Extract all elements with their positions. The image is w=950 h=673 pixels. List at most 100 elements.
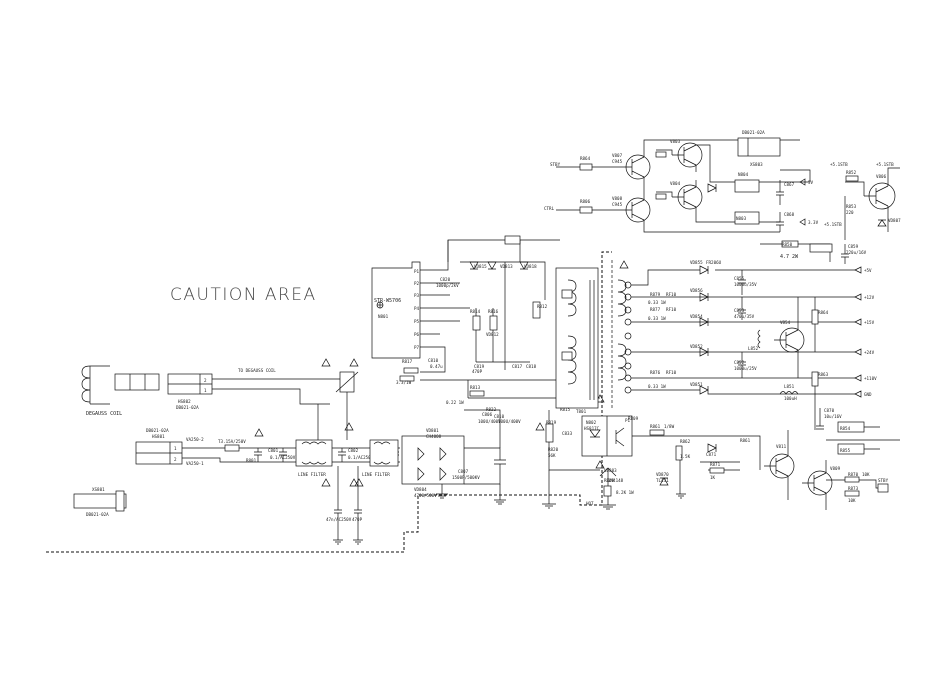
ic-pin2: P2 — [414, 281, 420, 286]
svg-text:C810: C810 — [428, 358, 439, 363]
svg-text:R822: R822 — [486, 407, 497, 412]
svg-text:C833: C833 — [562, 431, 573, 436]
r871-val: 1K — [710, 475, 716, 480]
svg-text:C802: C802 — [348, 448, 359, 453]
svg-text:+5.1STB: +5.1STB — [824, 222, 842, 227]
ic-resistors: R817 3.3/1W C810 0.47u R813 0.22 1W R822… — [396, 358, 560, 424]
y-caps: 47n/AC250V 470P — [326, 466, 363, 545]
relay-components: R854 R855 C870 10u/16V — [816, 408, 900, 455]
svg-text:VD807: VD807 — [888, 218, 901, 223]
line-filter-2: LINE FILTER — [362, 439, 399, 477]
svg-text:V811: V811 — [776, 444, 787, 449]
ac-net-2: VA250-1 — [186, 461, 204, 466]
ic-pin7: P7 — [414, 345, 420, 350]
ic-pin-wires — [420, 235, 560, 373]
c804-val: 470P — [352, 517, 363, 522]
svg-text:R879: R879 — [650, 292, 661, 297]
svg-text:C859: C859 — [848, 244, 859, 249]
regulator-vd803: VD803 1N4148 RB49 8.2K 1W HOT — [586, 467, 634, 510]
bridge-val: CH4008 — [426, 434, 442, 439]
line-filter-1: LINE FILTER — [295, 439, 333, 477]
svg-text:R861: R861 — [740, 438, 751, 443]
fuse-label: T3.15A/250V — [218, 439, 246, 444]
svg-text:C867: C867 — [784, 182, 795, 187]
svg-text:56K: 56K — [548, 453, 556, 458]
r813-val: 0.22 1W — [446, 400, 464, 405]
svg-text:V806: V806 — [876, 174, 887, 179]
svg-text:+5.1STB: +5.1STB — [830, 162, 848, 167]
line-filter-1-label: LINE FILTER — [298, 472, 326, 477]
svg-text:N803: N803 — [736, 216, 747, 221]
svg-text:R871: R871 — [710, 462, 721, 467]
r818-val: 3.3/1W — [396, 380, 412, 385]
degauss-coil: DEGAUSS COIL — [81, 365, 122, 417]
transformer-t801: T801 — [555, 260, 627, 414]
ic-pin4: P4 — [414, 306, 420, 311]
svg-text:C817: C817 — [512, 364, 523, 369]
svg-text:R850: R850 — [782, 242, 793, 247]
svg-text:R814: R814 — [470, 309, 481, 314]
svg-text:V807: V807 — [612, 153, 623, 158]
degauss-plug — [114, 373, 160, 391]
svg-text:C820: C820 — [440, 277, 451, 282]
svg-text:C945: C945 — [612, 202, 623, 207]
rail-5v: 5V — [808, 180, 814, 185]
svg-text:1500P/500KV: 1500P/500KV — [452, 475, 480, 480]
r876-val: RF10 — [666, 370, 677, 375]
svg-text:VD815: VD815 — [474, 264, 487, 269]
svg-text:R812: R812 — [537, 304, 548, 309]
degauss-wire — [212, 378, 350, 405]
svg-text:C818: C818 — [526, 364, 537, 369]
misc-033: 0.33 1W — [648, 316, 666, 321]
ac-net-1: VA250-2 — [186, 437, 204, 442]
ac-input-connector-hs801: 1 2 DB021-02A HS801 VA250-2 VA250-1 — [135, 428, 204, 466]
r879-val: RF10 — [666, 292, 677, 297]
v806-circuit: R852 R853 220 VD807 +5.1STB +5.1STB +5.1… — [824, 162, 901, 240]
r873-val: 10K — [848, 498, 856, 503]
svg-text:CTRL: CTRL — [544, 206, 555, 211]
svg-text:1: 1 — [204, 388, 207, 393]
svg-text:C810: C810 — [494, 414, 505, 419]
transformer-pin-circles — [624, 281, 632, 394]
svg-text:R854: R854 — [840, 426, 851, 431]
rb49-label: RB49 — [604, 478, 615, 483]
svg-text:R815: R815 — [560, 407, 571, 412]
degauss-lead-label: TO DEGAUSS COIL — [238, 368, 276, 373]
out-24v: +24V — [864, 350, 875, 355]
svg-text:R862: R862 — [680, 439, 691, 444]
svg-text:VD812: VD812 — [486, 332, 499, 337]
svg-text:C807: C807 — [458, 469, 469, 474]
ic-pin6: P6 — [414, 332, 420, 337]
svg-text:VD854: VD854 — [690, 314, 703, 319]
svg-text:R864: R864 — [818, 310, 829, 315]
ic-pin5: P5 — [414, 319, 420, 324]
rail-33v: 3.3V — [808, 220, 819, 225]
bridge-val2: 4700/500V — [414, 493, 437, 498]
svg-text:V808: V808 — [612, 196, 623, 201]
c806-val: 100U/400V — [478, 419, 501, 424]
svg-text:VD818: VD818 — [524, 264, 537, 269]
snubber-components: C820 1000p/2kV VD815 VD813 VD818 R814 R8… — [436, 261, 548, 374]
svg-text:DB021-02A: DB021-02A — [742, 130, 765, 135]
svg-text:V804: V804 — [670, 181, 681, 186]
line-filter-2-label: LINE FILTER — [362, 472, 390, 477]
r852-val: 220 — [846, 210, 854, 215]
svg-text:L852: L852 — [748, 346, 759, 351]
svg-text:VD852: VD852 — [690, 344, 703, 349]
svg-text:L851: L851 — [784, 384, 795, 389]
transformer-ref: T801 — [576, 409, 587, 414]
svg-text:TL431: TL431 — [656, 478, 669, 483]
degauss-connector-hs802: 2 1 HS802 DB021-02A — [167, 373, 213, 410]
ac-pin2: 2 — [174, 457, 177, 462]
svg-text:R861: R861 — [650, 424, 661, 429]
opto-val: HS817C — [584, 426, 600, 431]
svg-text:R853: R853 — [846, 204, 857, 209]
svg-text:STBY: STBY — [878, 478, 889, 483]
svg-text:R817: R817 — [402, 359, 413, 364]
posistor-th801 — [317, 371, 359, 440]
hs802-ref: HS802 — [178, 399, 191, 404]
c805-val: 47n/AC250V — [326, 517, 352, 522]
svg-text:XS803: XS803 — [750, 162, 763, 167]
hs802-part: DB021-02A — [176, 405, 199, 410]
c820-val: 1000p/2kV — [436, 283, 459, 288]
